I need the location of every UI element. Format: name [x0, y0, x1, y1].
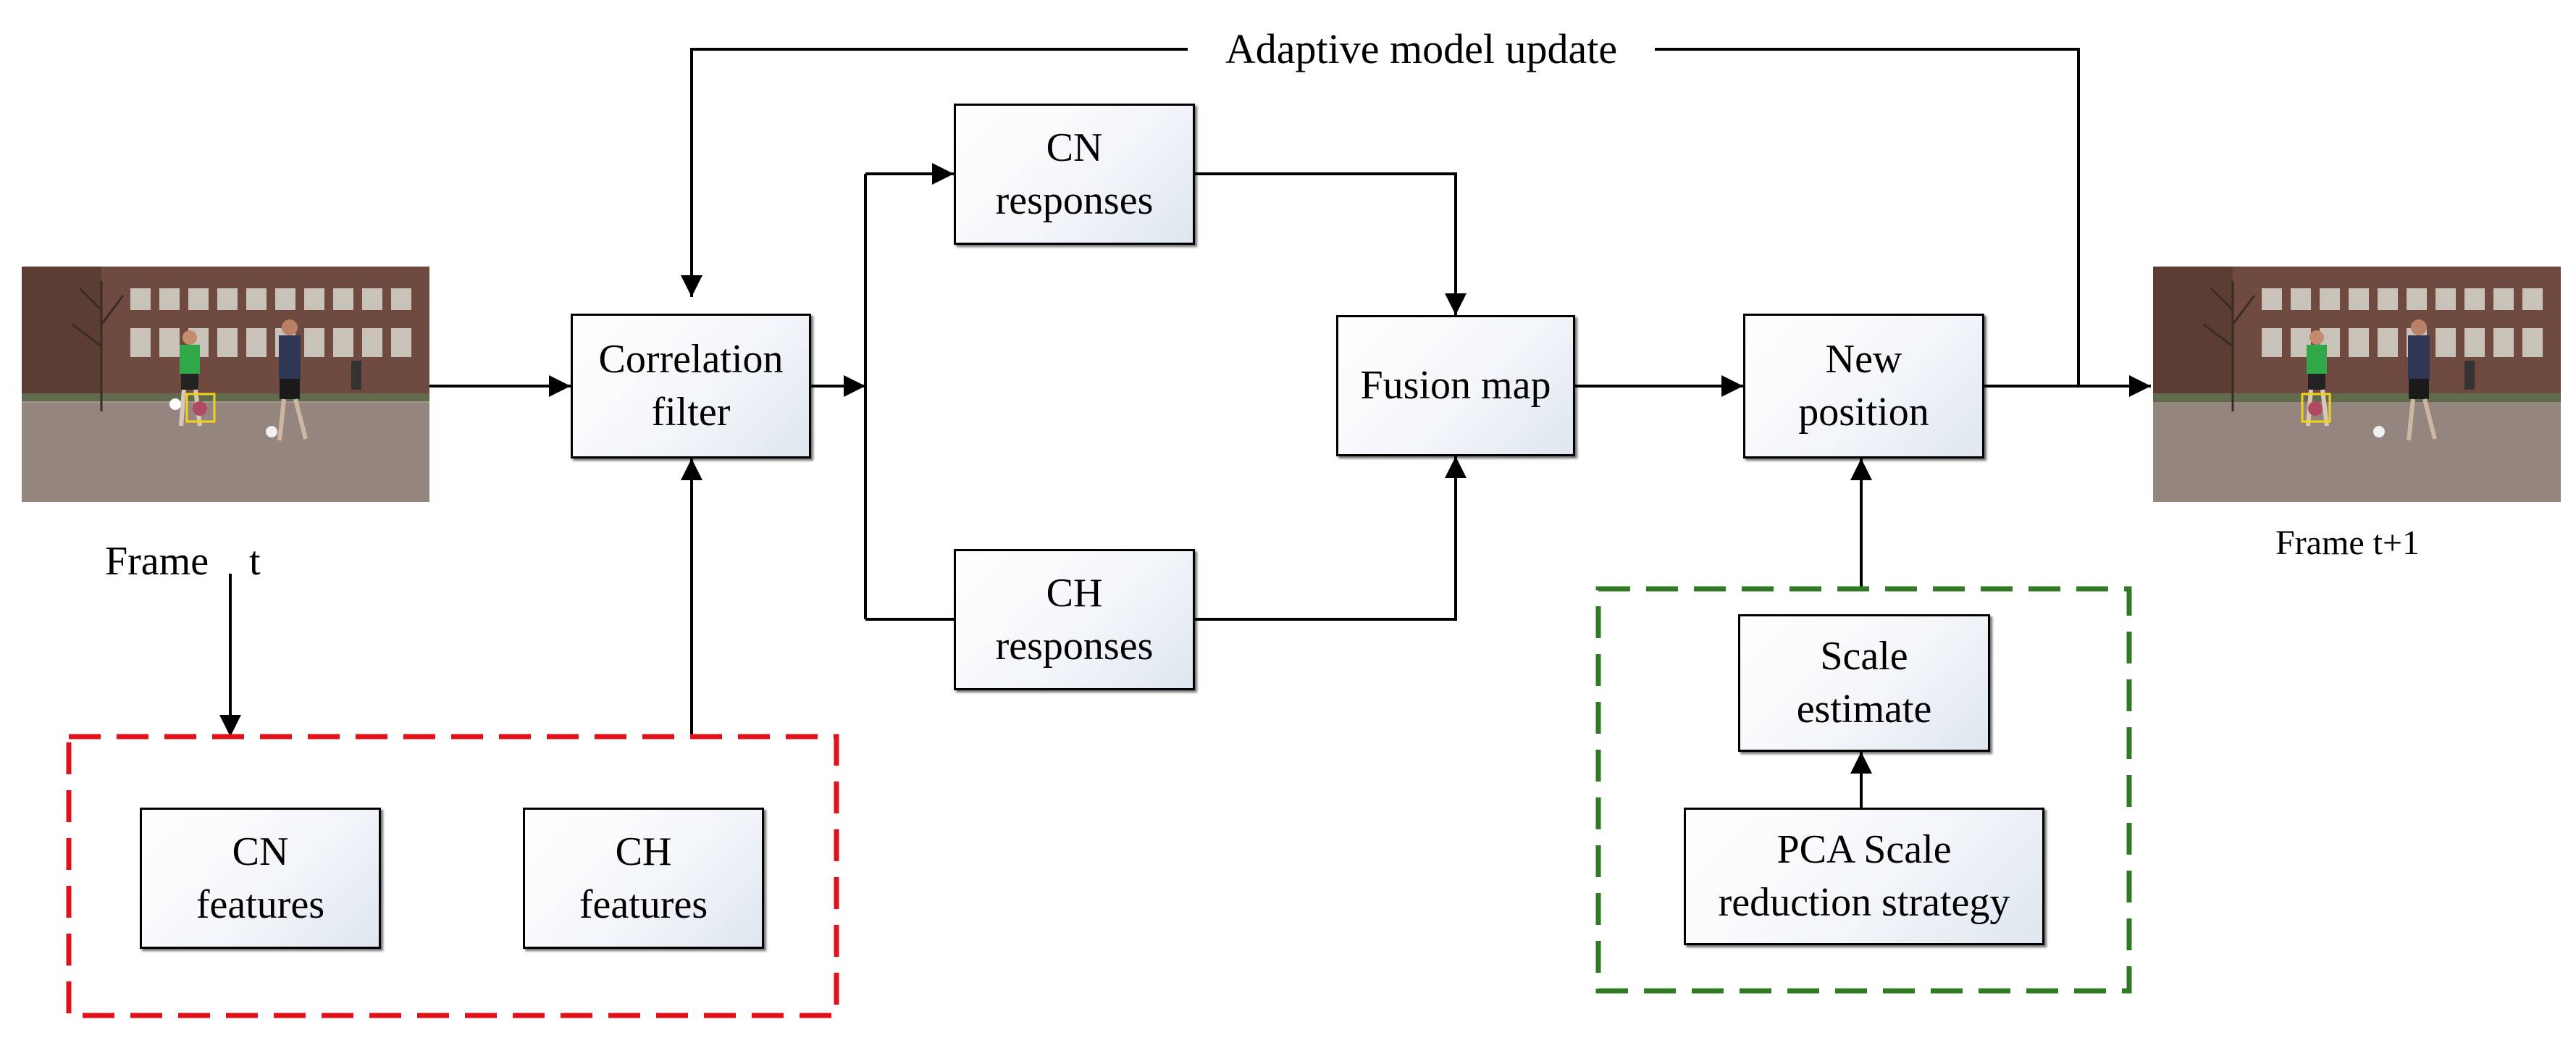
update-line [1655, 48, 2080, 386]
frame-t1-label: Frame t+1 [2275, 524, 2420, 562]
cn-features-box: CN features [140, 808, 381, 949]
pca-scale-line-1: PCA Scale [1776, 827, 1952, 873]
correlation-filter-box: Correlation filter [571, 314, 811, 458]
scale-group-frame [1595, 586, 2132, 994]
new-position-line-1: New [1825, 337, 1902, 382]
new-position-line-2: position [1798, 390, 1929, 435]
frame-t-label-var: t [249, 539, 261, 584]
ch-features-line-1: CH [615, 829, 672, 874]
update-arrow [681, 48, 1188, 297]
adaptive-update-label: Adaptive model update [1188, 22, 1655, 77]
correlation-filter-line-1: Correlation [598, 337, 784, 382]
scale-estimate-line-1: Scale [1820, 634, 1908, 679]
ch-responses-box: CH responses [954, 549, 1195, 690]
cn-features-line-1: CN [232, 829, 289, 874]
frame-t1-image [2153, 267, 2561, 502]
fusion-map-box: Fusion map [1336, 315, 1575, 456]
pca-scale-box: PCA Scale reduction strategy [1684, 808, 2044, 945]
new-position-box: New position [1743, 314, 1984, 458]
fusion-map-label: Fusion map [1360, 363, 1551, 409]
cn-responses-box: CN responses [954, 104, 1195, 245]
ch-to-fusion-arrow [1195, 456, 1467, 621]
cn-responses-line-1: CN [1046, 125, 1103, 170]
scale-estimate-box: Scale estimate [1738, 614, 1990, 752]
frame-t-label-word: Frame [105, 539, 209, 584]
cn-to-fusion-arrow [1195, 172, 1467, 315]
cn-responses-line-2: responses [995, 177, 1154, 223]
ch-responses-line-2: responses [995, 623, 1154, 669]
frame-t-image [22, 267, 429, 502]
ch-responses-line-1: CH [1046, 570, 1103, 616]
ch-features-line-2: features [579, 881, 708, 927]
pca-scale-line-2: reduction strategy [1718, 880, 2010, 925]
scale-estimate-line-2: estimate [1796, 687, 1932, 732]
correlation-filter-line-2: filter [651, 390, 731, 435]
feature-group-frame [66, 734, 839, 1018]
ch-features-box: CH features [523, 808, 764, 949]
cn-features-line-2: features [196, 881, 325, 927]
